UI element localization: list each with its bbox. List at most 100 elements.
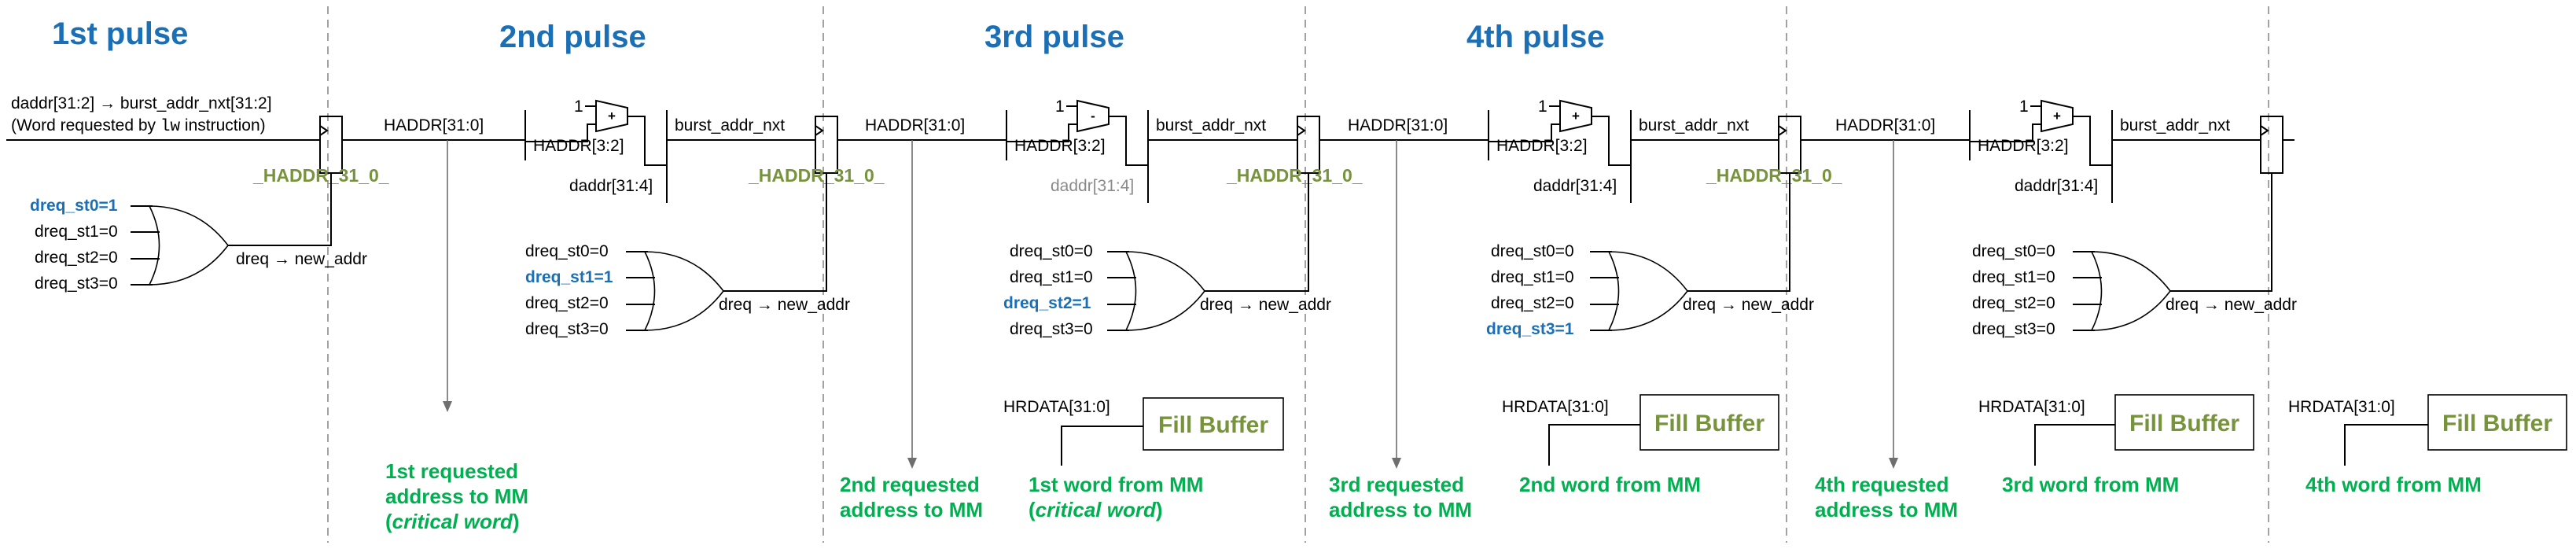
haddr-label-1: HADDR[31:0] (384, 116, 484, 134)
note-addr4-line1: 4th requested (1815, 473, 1949, 496)
dreq-2-st0: dreq_st0=0 (525, 242, 609, 260)
fill-buffer-label-4: Fill Buffer (2442, 411, 2552, 437)
stage-3: - 1 HADDR[3:2] daddr[31:4] burst_addr_nx… (1003, 98, 1472, 521)
hrdata-label-4: HRDATA[31:0] (1502, 398, 1609, 416)
haddr-register-5 (2260, 116, 2283, 174)
mux-one-4: 1 (1538, 98, 1547, 116)
mux-adder-4 (1559, 99, 1592, 133)
daddr-label-5: daddr[31:4] (2015, 177, 2098, 195)
dreq-5-st1: dreq_st1=0 (1972, 268, 2055, 286)
note-addr1-line1: 1st requested (385, 459, 518, 483)
svg-text:-: - (1091, 109, 1095, 123)
fill-buffer-label-1: Fill Buffer (1158, 412, 1268, 438)
dreq-4-st3: dreq_st3=1 (1486, 320, 1574, 338)
stage-1: _HADDR_31_0_ dreq_st0=1 dreq_st1=0 dreq_… (30, 116, 528, 533)
stage-2: + 1 HADDR[3:2] daddr[31:4] burst_addr_nx… (524, 98, 983, 521)
dreq-4-st2: dreq_st2=0 (1491, 294, 1574, 312)
burst-label-2: burst_addr_nxt (675, 116, 785, 134)
burst-label-4: burst_addr_nxt (1639, 116, 1749, 134)
note-word1-line1: 1st word from MM (1029, 473, 1203, 496)
note-addr2-line2: address to MM (840, 498, 983, 521)
dreq-3-st3: dreq_st3=0 (1010, 320, 1093, 338)
svg-text:+: + (1572, 109, 1580, 123)
dreq-out-label-3: dreq → new_addr (1200, 296, 1331, 314)
input-mapping-label: daddr[31:2] → burst_addr_nxt[31:2] (11, 94, 272, 112)
stage-5: + 1 HADDR[3:2] daddr[31:4] burst_addr_nx… (1969, 98, 2297, 496)
haddr-reg-label-2: _HADDR_31_0_ (748, 165, 885, 186)
mux-adder-5 (2041, 99, 2074, 133)
dreq-5-st3: dreq_st3=0 (1972, 320, 2055, 338)
fill-buffer-label-3: Fill Buffer (2129, 411, 2239, 437)
note-word3: 3rd word from MM (2002, 473, 2179, 496)
dreq-4-st1: dreq_st1=0 (1491, 268, 1574, 286)
daddr-label-4: daddr[31:4] (1533, 177, 1617, 195)
dreq-5-st2: dreq_st2=0 (1972, 294, 2055, 312)
or-gate-3 (1107, 251, 1206, 331)
dreq-5-st0: dreq_st0=0 (1972, 242, 2055, 260)
haddr32-label-3: HADDR[3:2] (1014, 137, 1106, 155)
note-addr1-line3: (critical word) (385, 510, 520, 533)
or-gate-1 (131, 205, 230, 286)
fill-buffer-1 (1143, 397, 1284, 451)
mux-one-2: 1 (574, 98, 583, 116)
svg-text:+: + (2053, 109, 2061, 123)
mux-one-5: 1 (2019, 98, 2029, 116)
svg-text:+: + (608, 109, 616, 123)
dreq-2-st1: dreq_st1=1 (525, 268, 613, 286)
hrdata-label-6: HRDATA[31:0] (2288, 398, 2395, 416)
stage-4: + 1 HADDR[3:2] daddr[31:4] burst_addr_nx… (1486, 98, 1958, 521)
or-gate-2 (626, 251, 725, 331)
pulse-title-2: 2nd pulse (499, 20, 646, 54)
note-addr3-line2: address to MM (1329, 498, 1472, 521)
haddr-reg-label-1: _HADDR_31_0_ (252, 165, 389, 186)
burst-label-3: burst_addr_nxt (1156, 116, 1266, 134)
hrdata-label-3: HRDATA[31:0] (1003, 398, 1110, 416)
mux-adder-3 (1076, 99, 1110, 133)
daddr-label-3: daddr[31:4] (1051, 177, 1134, 195)
pulse-title-4: 4th pulse (1466, 20, 1605, 54)
dreq-1-st0: dreq_st0=1 (30, 197, 118, 215)
burst-label-5: burst_addr_nxt (2120, 116, 2230, 134)
dreq-1-st2: dreq_st2=0 (35, 249, 118, 267)
dreq-1-st1: dreq_st1=0 (35, 223, 118, 241)
mux-one-3: 1 (1055, 98, 1065, 116)
note-addr1-line2: address to MM (385, 485, 528, 508)
haddr-reg-label-3: _HADDR_31_0_ (1226, 165, 1363, 186)
stage-6: HRDATA[31:0] Fill Buffer 4th word from M… (2288, 394, 2567, 496)
daddr-label-2: daddr[31:4] (569, 177, 653, 195)
or-gate-5 (2073, 251, 2172, 331)
dreq-3-st1: dreq_st1=0 (1010, 268, 1093, 286)
fill-buffer-4 (2427, 394, 2567, 451)
dreq-2-st2: dreq_st2=0 (525, 294, 609, 312)
dreq-3-st0: dreq_st0=0 (1010, 242, 1093, 260)
note-word4: 4th word from MM (2306, 473, 2482, 496)
pulse-title-1: 1st pulse (52, 17, 188, 51)
note-word1-line2: (critical word) (1029, 498, 1163, 521)
hrdata-label-5: HRDATA[31:0] (1978, 398, 2085, 416)
dreq-out-label-5: dreq → new_addr (2166, 296, 2297, 314)
haddr-label-4: HADDR[31:0] (1835, 116, 1935, 134)
dreq-1-st3: dreq_st3=0 (35, 274, 118, 293)
pulse-dividers (327, 6, 2269, 543)
dreq-4-st0: dreq_st0=0 (1491, 242, 1574, 260)
fill-buffer-3 (2114, 394, 2254, 451)
fill-buffer-label-2: Fill Buffer (1654, 411, 1765, 437)
haddr-reg-label-4: _HADDR_31_0_ (1706, 165, 1842, 186)
haddr32-label-5: HADDR[3:2] (1978, 137, 2069, 155)
note-word2: 2nd word from MM (1519, 473, 1701, 496)
haddr-label-2: HADDR[31:0] (865, 116, 965, 134)
dreq-out-label-2: dreq → new_addr (719, 296, 850, 314)
note-addr3-line1: 3rd requested (1329, 473, 1464, 496)
dreq-out-label-1: dreq → new_addr (236, 250, 367, 268)
or-gate-4 (1590, 251, 1689, 331)
dreq-2-st3: dreq_st3=0 (525, 320, 609, 338)
note-addr2-line1: 2nd requested (840, 473, 980, 496)
input-note-label: (Word requested by lw instruction) (11, 116, 266, 136)
haddr32-label-4: HADDR[3:2] (1496, 137, 1588, 155)
haddr32-label-2: HADDR[3:2] (533, 137, 624, 155)
note-addr4-line2: address to MM (1815, 498, 1958, 521)
fill-buffer-2 (1639, 394, 1779, 451)
mux-adder-2 (595, 99, 628, 133)
dreq-out-label-4: dreq → new_addr (1683, 296, 1814, 314)
